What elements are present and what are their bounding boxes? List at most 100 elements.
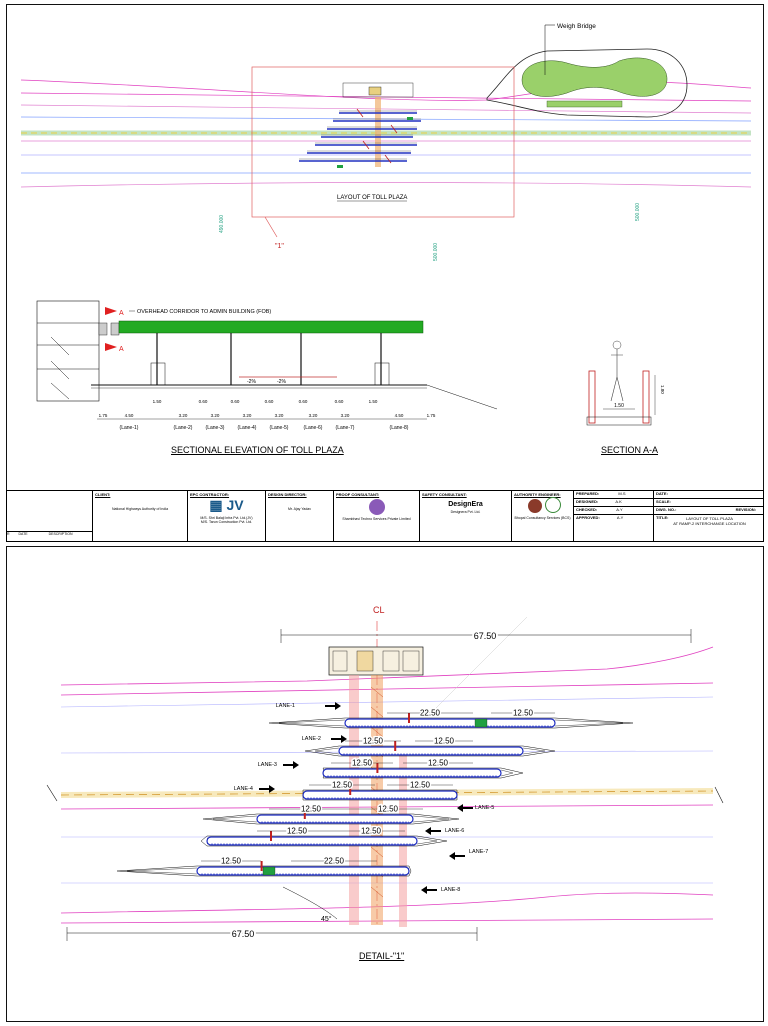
lane-name: (Lane-6): [304, 425, 323, 431]
design-director-head: DESIGN DIRECTOR:: [268, 492, 307, 497]
slope-label: -2%: [277, 379, 286, 385]
detail-marker: "1": [275, 243, 284, 250]
title-row: TITLE: LAYOUT OF TOLL PLAZA AT RAMP-2 IN…: [654, 515, 763, 535]
proof-name: Shambhavi Techno Services Private Limite…: [342, 517, 411, 521]
lane-width-dim: 3.20: [179, 413, 188, 418]
island-body: [302, 790, 458, 800]
island-dim-halo: 12.50: [513, 709, 534, 718]
top-dims: 1.50 0.60 0.60 0.60 0.60 0.60 1.50: [153, 399, 378, 404]
island-dim-halo: 12.50: [378, 805, 399, 814]
epc-logo: ▦ JV: [209, 497, 244, 513]
scale-row: SCALE:: [654, 499, 763, 507]
authority-name: Bhopal Consultancy Services (BCS): [514, 516, 571, 520]
lane-name: (Lane-2): [174, 425, 193, 431]
prepared-row: PREPARED: M.S: [574, 491, 653, 499]
section-aa: 1.50 1.80: [586, 340, 665, 426]
island-dim-halo: 12.50: [363, 737, 384, 746]
lane-name: (Lane-3): [206, 425, 225, 431]
lane-arrow-icon: [259, 785, 275, 793]
date-col: DATE: [18, 532, 28, 536]
island-dim: 12.50: [410, 781, 431, 790]
epc-name: M/S. Shri Balaji Infra Pvt. Ltd.(JV): [200, 516, 253, 520]
highway-plan: [20, 79, 752, 188]
designed-label: DESIGNED:: [576, 499, 599, 504]
lane-name: (Lane-1): [120, 425, 139, 431]
lane-width-dim: 3.20: [341, 413, 350, 418]
barrier-marker: [376, 763, 379, 773]
detail-title: DETAIL-"1": [359, 951, 405, 961]
island-hatch: [212, 815, 450, 823]
lane-arrow-icon: [457, 804, 473, 812]
barrier-marker: [303, 809, 306, 819]
barrier-marker: [408, 713, 410, 723]
island-dim: 12.50: [513, 709, 534, 718]
island-dim: 12.50: [301, 805, 322, 814]
epc-head: EPC CONTRACTOR:: [190, 492, 230, 497]
weigh-bridge-label: Weigh Bridge: [557, 23, 596, 30]
island-taper: [304, 745, 556, 757]
sectional-elevation: -2% -2% A A OVERHEAD CORRIDOR TO ADMIN B…: [36, 300, 498, 431]
lane-label: LANE-7: [469, 849, 488, 855]
detail-box: "1" LAYOUT OF TOLL PLAZA: [251, 66, 515, 250]
designed-value: A.K: [615, 499, 622, 504]
epc-cell: EPC CONTRACTOR: ▦ JV M/S. Shri Balaji In…: [187, 491, 265, 541]
island-dim-halo: 12.50: [221, 857, 242, 866]
chainage-label: 500.000: [433, 243, 439, 261]
island-body: [196, 866, 410, 876]
approved-label: APPROVED:: [576, 515, 600, 520]
designed-row: DESIGNED: A.K: [574, 499, 653, 507]
island-taper: [202, 813, 460, 825]
lane-arrow-icon: [325, 702, 341, 710]
sheet-1: Weigh Bridge "1" LAYOUT OF TOLL PLAZA 49…: [6, 4, 764, 542]
island-dim-halo: 12.50: [287, 827, 308, 836]
drawing-subtitle: AT RAMP-2 INTERCHANGE LOCATION: [673, 521, 746, 526]
booth-marker: [262, 866, 276, 876]
top-dim: 0.60: [231, 399, 240, 404]
island-taper: [116, 865, 412, 877]
title-block: R DATE DESCRIPTION CLIENT: National High…: [6, 490, 764, 542]
chainage-labels: 490.000 500.000 500.000: [219, 203, 641, 261]
chainage-label: 500.000: [635, 203, 641, 221]
island-body: [344, 718, 556, 728]
lane-label: LANE-5: [475, 805, 494, 811]
revision-label: REVISION:: [735, 507, 757, 512]
island-body: [338, 746, 524, 756]
island-hatch: [278, 719, 624, 727]
checked-value: A.Y: [616, 507, 623, 512]
centerline-label: CL: [373, 605, 385, 615]
approved-row: APPROVED: A.Y: [574, 515, 653, 522]
title-label: TITLE:: [656, 515, 669, 520]
description-col: DESCRIPTION: [48, 532, 73, 536]
lane-arrow-icon: [449, 852, 465, 860]
authority-logo-icon: [545, 497, 562, 513]
lane-width-dim: 3.20: [243, 413, 252, 418]
top-dim: 1.50: [369, 399, 378, 404]
top-dim: 1.50: [153, 399, 162, 404]
proof-head: PROOF CONSULTANT:: [336, 492, 380, 497]
island-dim-halo: 22.50: [324, 857, 345, 866]
island-dim-halo: 12.50: [361, 827, 382, 836]
date-label: DATE:: [656, 491, 668, 496]
island-dim: 12.50: [378, 805, 399, 814]
fob-corridor: [349, 675, 407, 927]
island-dim: 12.50: [221, 857, 242, 866]
barrier-marker: [260, 861, 263, 871]
island-dim-halo: 12.50: [352, 759, 373, 768]
lane-width-dim: 4.50: [125, 413, 134, 418]
lane-label: LANE-1: [276, 703, 295, 709]
dwg-row: DWG. NO.: REVISION:: [654, 507, 763, 515]
lane-name: (Lane-7): [336, 425, 355, 431]
top-dim: 0.60: [299, 399, 308, 404]
barrier-marker: [394, 741, 397, 751]
top-dim: 0.60: [335, 399, 344, 404]
top-dim: 0.60: [265, 399, 274, 404]
lane-width-dims: 1.75 4.50 3.20 3.20 3.20 3.20 3.20 3.20 …: [99, 413, 436, 418]
rev-col: R: [7, 532, 10, 536]
mini-toll-plaza: [299, 82, 421, 168]
barrier-marker: [270, 831, 272, 841]
lane-names: (Lane-1) (Lane-2) (Lane-3) (Lane-4) (Lan…: [120, 425, 409, 431]
